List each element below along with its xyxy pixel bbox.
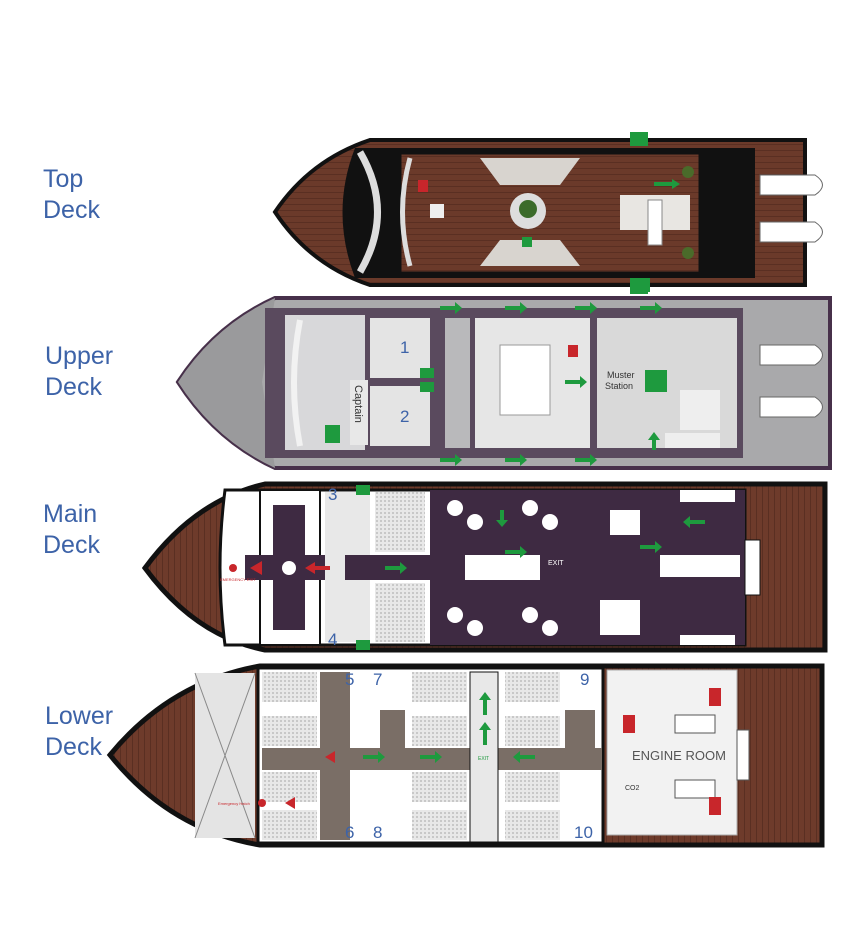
cabin-8-number: 8 <box>373 823 382 842</box>
exit-sign: EXIT <box>478 756 489 762</box>
co2-label: CO2 <box>625 785 640 792</box>
label-line: Deck <box>43 196 100 224</box>
cabin-2-number: 2 <box>400 407 409 426</box>
cabin-3-number: 3 <box>328 485 337 504</box>
exit-sign: EXIT <box>548 560 564 567</box>
lower-evacuation-arrows <box>363 692 535 763</box>
cabin-7-number: 7 <box>373 670 382 689</box>
upper-deck: 1 2 Captain Muster Station <box>175 278 832 470</box>
top-deck <box>272 132 823 294</box>
emergency-exit-label: EMERGENCY EXIT <box>220 577 256 582</box>
label-line: Deck <box>45 373 102 401</box>
label-line: Upper <box>45 342 114 370</box>
cabin-9-number: 9 <box>580 670 589 689</box>
cabin-6-number: 6 <box>345 823 354 842</box>
main-deck: EMERGENCY EXIT EXIT 3 4 <box>141 481 828 653</box>
label-line: Deck <box>43 531 100 559</box>
emergency-hatch-label: Emergency Hatch <box>218 801 250 806</box>
lower-deck: ENGINE ROOM CO2 Emergency Hatch EXIT 5 6… <box>106 663 825 848</box>
muster-station-label: Muster <box>607 370 635 380</box>
cabin-10-number: 10 <box>574 823 593 842</box>
label-line: Main <box>43 500 98 528</box>
cabin-5-number: 5 <box>345 670 354 689</box>
upper-evacuation-arrows <box>440 302 662 466</box>
engine-room-label: ENGINE ROOM <box>632 748 726 763</box>
captain-cabin-label: Captain <box>352 385 364 423</box>
main-evacuation-arrows <box>385 510 705 574</box>
muster-station-label-2: Station <box>605 381 633 391</box>
label-line: Top <box>43 165 84 193</box>
label-line: Deck <box>45 733 102 761</box>
cabin-4-number: 4 <box>328 630 337 649</box>
label-line: Lower <box>45 702 114 730</box>
cabin-1-number: 1 <box>400 338 409 357</box>
